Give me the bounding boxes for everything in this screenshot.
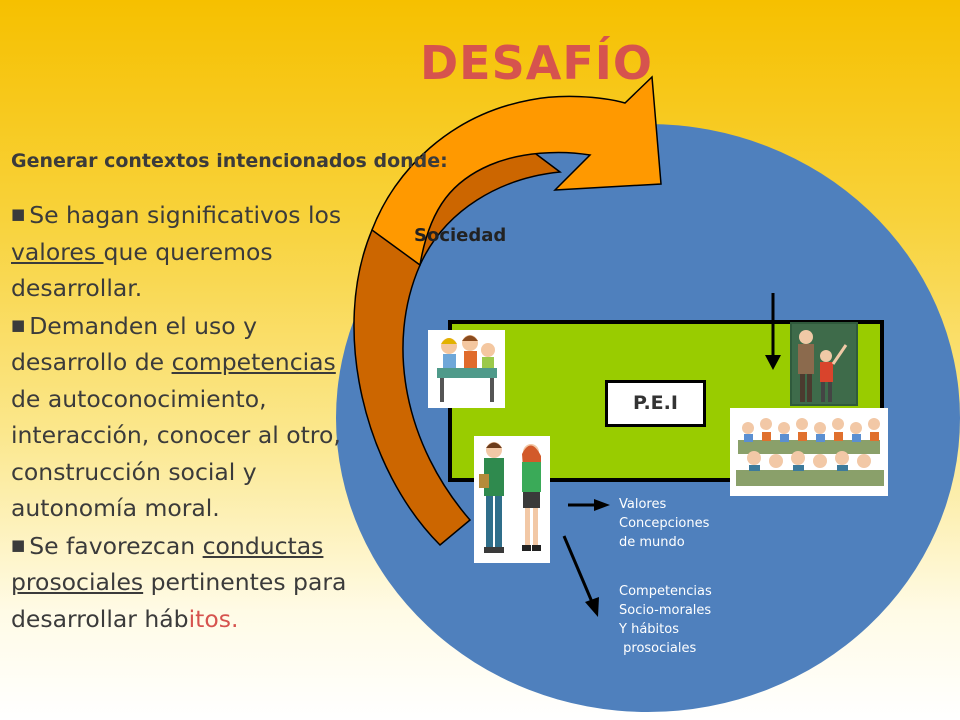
square-bullet-icon: ■ bbox=[11, 315, 26, 334]
bullet-prosocial-red-end: itos. bbox=[188, 604, 239, 633]
classroom-clipart bbox=[730, 408, 888, 496]
society-label: Sociedad bbox=[414, 225, 507, 246]
bullet-prosocial-rest: pertinentes para desarrollar háb bbox=[11, 568, 347, 633]
slide-subtitle: Generar contextos intencionados donde: bbox=[11, 150, 448, 172]
students-at-desk-clipart bbox=[428, 330, 505, 408]
square-bullet-icon: ■ bbox=[11, 535, 26, 554]
values-arrow-head bbox=[594, 499, 610, 511]
bullet-competencies-underlined: competencias bbox=[171, 348, 336, 376]
bullet-values-underlined: valores bbox=[11, 237, 104, 266]
bullet-prosocial-underlined-1: conductas bbox=[202, 531, 324, 560]
bullet-prosocial-text: Se favorezcan bbox=[29, 531, 203, 560]
slide-title: DESAFÍO bbox=[420, 36, 653, 90]
pei-box: P.E.I bbox=[605, 380, 706, 427]
two-students-clipart bbox=[474, 436, 550, 563]
bullet-competencies: ■Demanden el uso y desarrollo de compete… bbox=[11, 307, 371, 527]
bullet-prosocial-underlined-2: prosociales bbox=[11, 568, 144, 596]
teacher-at-board-clipart bbox=[790, 322, 858, 406]
bullet-prosocial: ■Se favorezcan conductas prosociales per… bbox=[11, 527, 371, 638]
bullet-values-text: Se hagan significativos los bbox=[29, 201, 342, 229]
square-bullet-icon: ■ bbox=[11, 205, 26, 223]
bullet-competencies-rest: de autoconocimiento, interacción, conoce… bbox=[11, 384, 341, 523]
down-arrow-head bbox=[765, 355, 781, 370]
bullet-competencies-text: Demanden el uso y desarrollo de bbox=[11, 311, 258, 377]
bullet-values-rest: que queremos desarrollar. bbox=[11, 237, 273, 303]
competencies-arrow-line bbox=[562, 535, 594, 603]
curved-arrow-front bbox=[371, 75, 662, 267]
competencies-label: Competencias Socio-morales Y hábitos pro… bbox=[619, 584, 712, 656]
values-label: Valores Concepciones de mundo bbox=[619, 497, 710, 550]
bullet-values: ■Se hagan significativos los valores que … bbox=[11, 196, 371, 307]
competencies-arrow-head bbox=[585, 597, 599, 617]
